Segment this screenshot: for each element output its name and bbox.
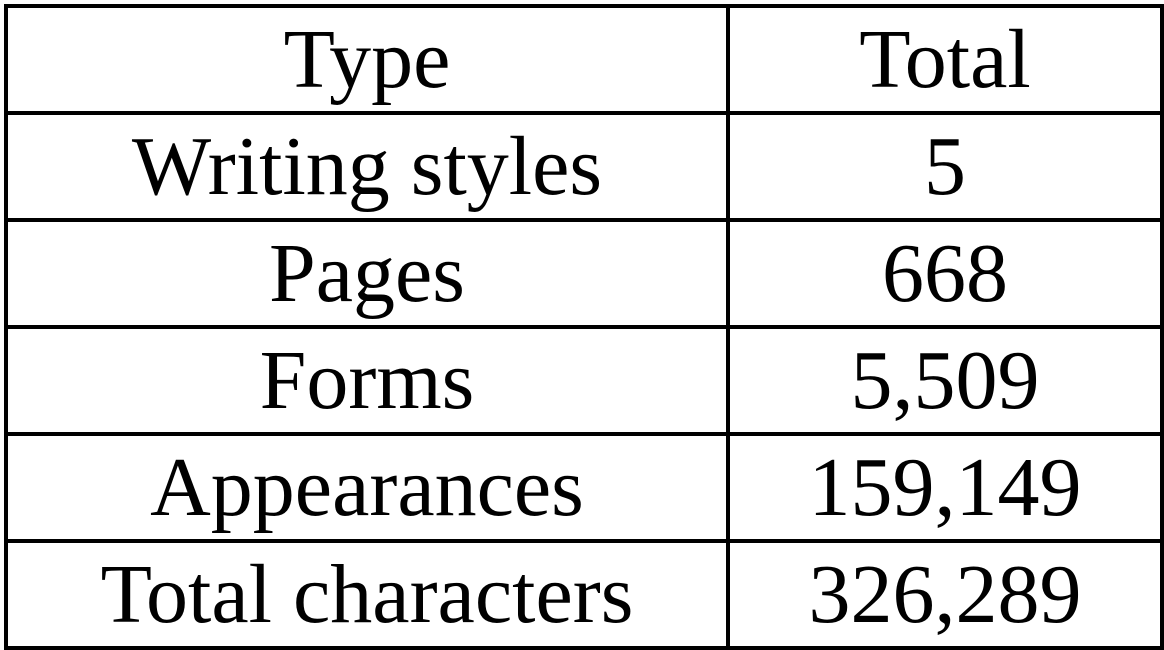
table-row: Forms 5,509 <box>4 325 1164 436</box>
header-total: Total <box>726 4 1164 115</box>
row-total-cell: 5,509 <box>726 325 1164 436</box>
table-header-row: Type Total <box>4 4 1164 115</box>
table-row: Pages 668 <box>4 218 1164 329</box>
row-type-cell: Appearances <box>4 432 730 543</box>
table-row: Total characters 326,289 <box>4 539 1164 650</box>
row-type-cell: Writing styles <box>4 111 730 222</box>
row-type-cell: Total characters <box>4 539 730 650</box>
statistics-table: Type Total Writing styles 5 Pages 668 Fo… <box>4 4 1164 650</box>
row-type-cell: Forms <box>4 325 730 436</box>
table-row: Writing styles 5 <box>4 111 1164 222</box>
row-total-cell: 159,149 <box>726 432 1164 543</box>
row-total-cell: 5 <box>726 111 1164 222</box>
table-row: Appearances 159,149 <box>4 432 1164 543</box>
row-total-cell: 326,289 <box>726 539 1164 650</box>
row-total-cell: 668 <box>726 218 1164 329</box>
header-type: Type <box>4 4 730 115</box>
row-type-cell: Pages <box>4 218 730 329</box>
